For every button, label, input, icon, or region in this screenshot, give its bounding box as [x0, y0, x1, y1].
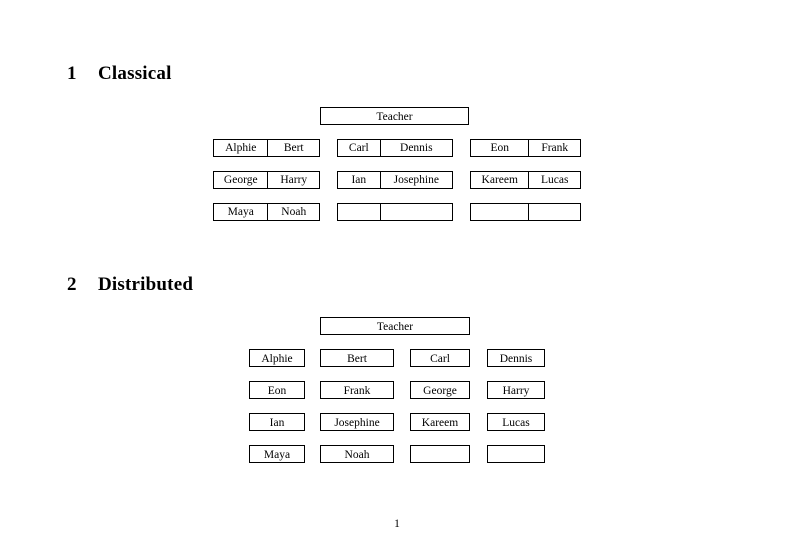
box-george: George	[410, 381, 470, 399]
box-eon: Eon	[249, 381, 305, 399]
box-empty-row4-d	[487, 445, 545, 463]
box-noah: Noah	[320, 445, 394, 463]
cell-empty-right-b	[528, 204, 580, 220]
cell-kareem: Kareem	[481, 174, 518, 186]
box-ian: Ian	[249, 413, 305, 431]
pair-box-classical-left-row3: Maya Noah	[213, 203, 320, 221]
box-dennis: Dennis	[487, 349, 545, 367]
cell-harry: Harry	[267, 172, 319, 188]
section-heading-distributed: 2 Distributed	[67, 274, 193, 296]
cell-eon: Eon	[490, 142, 509, 154]
box-carl: Carl	[410, 349, 470, 367]
teacher-box-classical: Teacher	[320, 107, 469, 125]
cell-frank: Frank	[528, 140, 580, 156]
cell-noah: Noah	[267, 204, 319, 220]
cell-empty-right-a	[471, 204, 528, 220]
box-josephine: Josephine	[320, 413, 394, 431]
cell-alphie: Alphie	[225, 142, 257, 154]
box-maya: Maya	[249, 445, 305, 463]
cell-maya: Maya	[227, 206, 254, 218]
cell-george: George	[223, 174, 258, 186]
cell-bert: Bert	[267, 140, 319, 156]
section-number: 1	[67, 63, 77, 84]
section-title: Classical	[98, 63, 172, 84]
pair-box-classical-left-row1: Alphie Bert	[213, 139, 320, 157]
cell-ian: Ian	[351, 174, 367, 186]
pair-box-classical-left-row2: George Harry	[213, 171, 320, 189]
section-heading-classical: 1 Classical	[67, 63, 172, 85]
pair-box-classical-middle-row2: Ian Josephine	[337, 171, 453, 189]
section-number: 2	[67, 274, 77, 295]
pair-box-classical-right-row2: Kareem Lucas	[470, 171, 581, 189]
box-bert: Bert	[320, 349, 394, 367]
cell-lucas: Lucas	[528, 172, 580, 188]
cell-carl: Carl	[348, 142, 369, 154]
box-alphie: Alphie	[249, 349, 305, 367]
box-empty-row4-c	[410, 445, 470, 463]
teacher-box-distributed: Teacher	[320, 317, 470, 335]
cell-josephine: Josephine	[379, 172, 452, 188]
section-title: Distributed	[98, 274, 194, 295]
page-number: 1	[394, 518, 400, 530]
pair-box-classical-right-row1: Eon Frank	[470, 139, 581, 157]
box-frank: Frank	[320, 381, 394, 399]
pair-box-classical-right-row3	[470, 203, 581, 221]
box-kareem: Kareem	[410, 413, 470, 431]
cell-empty-middle-a	[338, 204, 380, 220]
cell-dennis: Dennis	[379, 140, 452, 156]
box-harry: Harry	[487, 381, 545, 399]
box-lucas: Lucas	[487, 413, 545, 431]
pair-box-classical-middle-row1: Carl Dennis	[337, 139, 453, 157]
cell-empty-middle-b	[379, 204, 452, 220]
pair-box-classical-middle-row3	[337, 203, 453, 221]
